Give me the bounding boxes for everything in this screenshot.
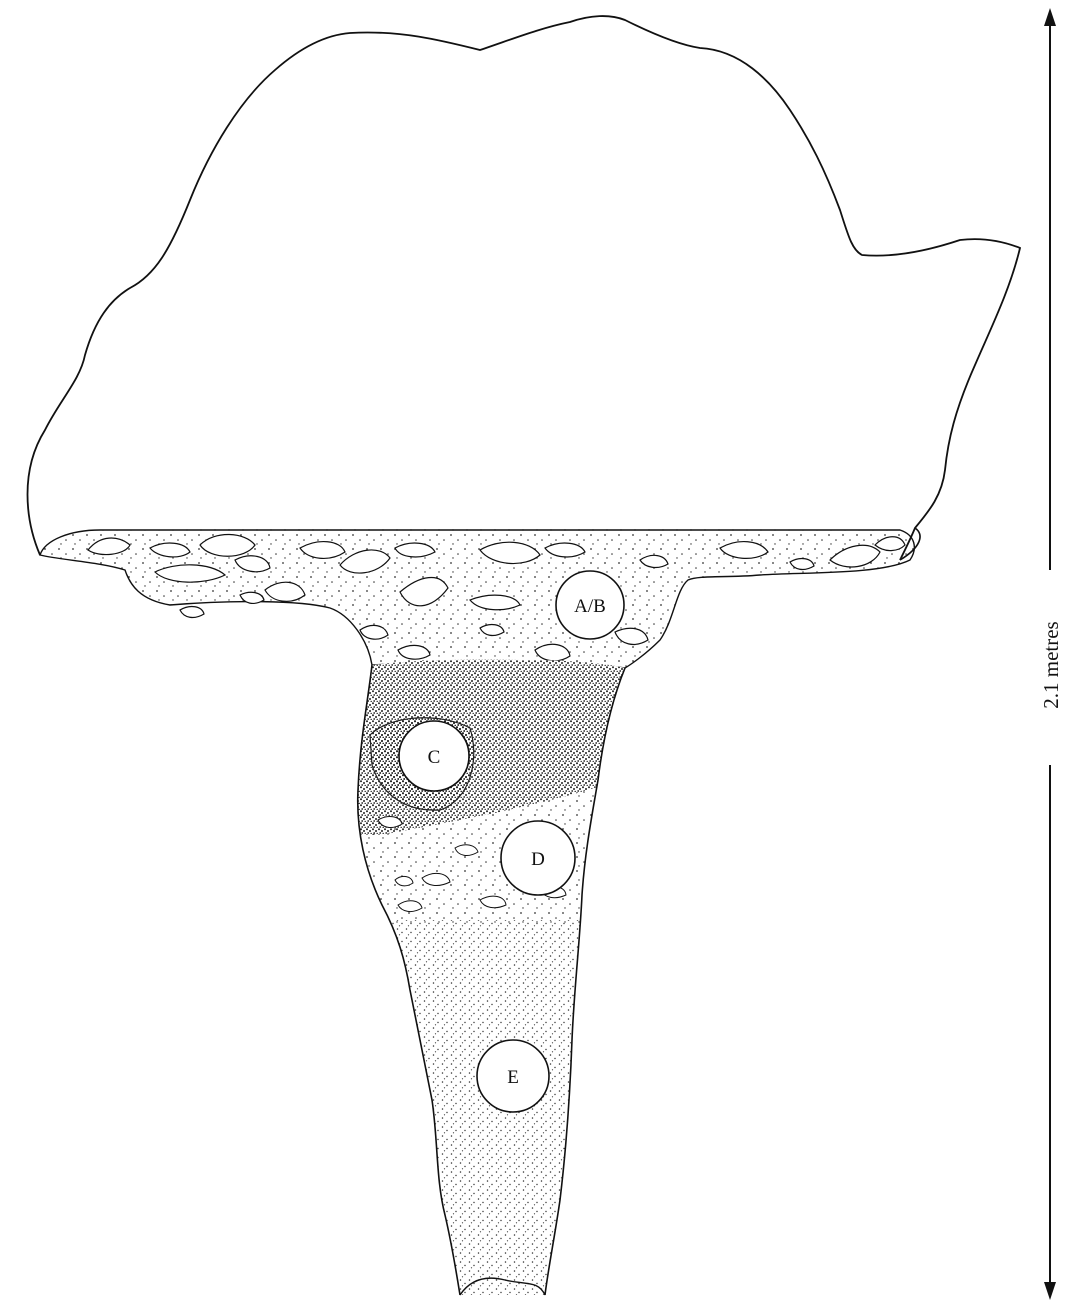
arrow-down-icon (1044, 1282, 1056, 1300)
scale-bar: 2.1 metres (1039, 8, 1063, 1300)
label-d-text: D (531, 849, 545, 870)
label-d: D (501, 821, 575, 895)
label-c: C (399, 721, 469, 791)
boulder-outline (28, 16, 1021, 560)
label-e: E (477, 1040, 549, 1112)
label-c-text: C (428, 747, 441, 768)
label-ab-text: A/B (574, 596, 606, 617)
layer-e (340, 920, 640, 1303)
label-ab: A/B (556, 571, 624, 639)
shaft-layers (340, 655, 640, 1303)
label-e-text: E (507, 1067, 519, 1088)
scale-label: 2.1 metres (1039, 621, 1063, 708)
arrow-up-icon (1044, 8, 1056, 26)
